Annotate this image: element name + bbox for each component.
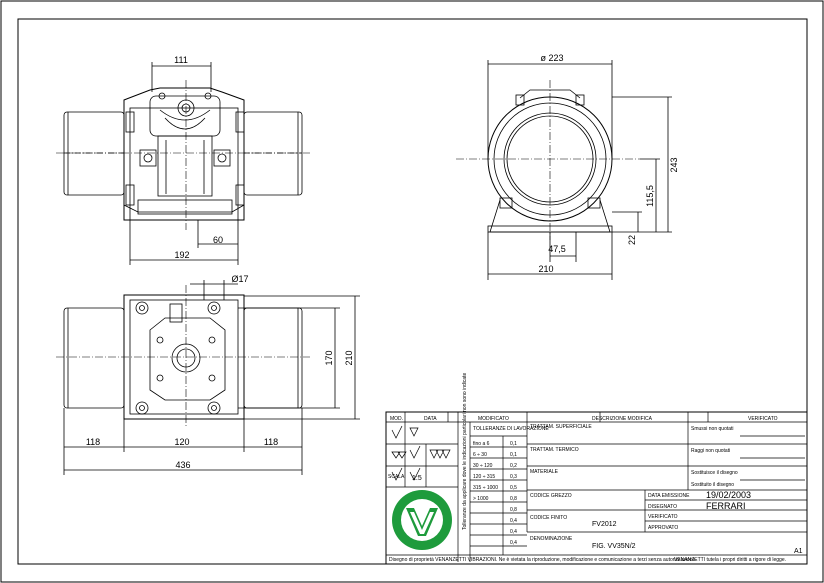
tb-verificato: VERIFICATO bbox=[648, 514, 678, 520]
dim-side-axis-height: 115,5 bbox=[645, 185, 655, 207]
tb-scala-label: SCALA bbox=[388, 474, 405, 480]
tb-side-note: Tolleranze da applicare dove le indicazi… bbox=[462, 372, 468, 530]
tb-hdr-verificato: VERIFICATO bbox=[748, 416, 778, 422]
tol-value: 0,8 bbox=[510, 507, 517, 513]
side-view bbox=[456, 60, 672, 280]
dim-side-height: 243 bbox=[669, 157, 679, 172]
tb-hdr-descrizione: DESCRIZIONE MODIFICA bbox=[592, 416, 653, 422]
tol-value: 0,1 bbox=[510, 441, 517, 447]
dim-front-foot: 60 bbox=[213, 235, 223, 245]
dim-side-width: 210 bbox=[538, 264, 553, 274]
tb-disegnato-value: FERRARI bbox=[706, 501, 746, 511]
tb-codice-finito: CODICE FINITO bbox=[530, 515, 567, 521]
tb-disegnato: DISEGNATO bbox=[648, 504, 677, 510]
tb-scala-value: 1:5 bbox=[412, 475, 422, 482]
company-logo bbox=[392, 490, 452, 550]
tol-range: 30 ÷ 120 bbox=[473, 463, 493, 469]
tb-materiale: MATERIALE bbox=[530, 469, 559, 475]
tol-value: 0,5 bbox=[510, 485, 517, 491]
tb-denominazione: DENOMINAZIONE bbox=[530, 536, 573, 542]
tb-denominazione-value: FIG. VV35N/2 bbox=[592, 543, 636, 550]
tb-trattam-termico: TRATTAM. TERMICO bbox=[530, 447, 579, 453]
tol-value: 0,2 bbox=[510, 463, 517, 469]
tb-sostituisce: Sostituisce il disegno bbox=[691, 470, 738, 476]
tb-tolerance-table: fino a 6 0,1 6 ÷ 30 0,1 30 ÷ 120 0,2 120 ÷ 315… bbox=[473, 441, 517, 546]
tb-footer-right: VENANZETTI tutela i propri diritti a rig… bbox=[674, 557, 786, 563]
tol-range: 315 ÷ 1000 bbox=[473, 485, 498, 491]
dim-front-width-top: 111 bbox=[174, 55, 188, 65]
tb-tolleranze-title: TOLLERANZE DI LAVORAZIONE bbox=[473, 426, 549, 432]
tb-smussi: Smussi non quotati bbox=[691, 426, 734, 432]
tb-data-emissione-value: 19/02/2003 bbox=[706, 490, 751, 500]
front-view bbox=[56, 62, 310, 265]
dim-top-inner: 170 bbox=[324, 350, 334, 365]
tb-hdr-modificato: MODIFICATO bbox=[478, 416, 509, 422]
tol-range: 120 ÷ 315 bbox=[473, 474, 495, 480]
tol-range: fino a 6 bbox=[473, 441, 490, 447]
dim-top-outer: 210 bbox=[344, 350, 354, 365]
tol-value: 0,3 bbox=[510, 474, 517, 480]
dim-side-foot-height: 22 bbox=[627, 235, 637, 245]
title-block bbox=[385, 411, 808, 565]
sheet-inner-border bbox=[17, 18, 808, 565]
dim-top-hole: Ø17 bbox=[231, 274, 248, 284]
tb-sostituito: Sostituito il disegno bbox=[691, 482, 734, 488]
dim-top-right: 118 bbox=[264, 437, 278, 447]
tol-value: 0,4 bbox=[510, 540, 517, 546]
tb-format: A1 bbox=[794, 548, 803, 555]
tol-value: 0,1 bbox=[510, 452, 517, 458]
tol-range: > 1000 bbox=[473, 496, 489, 502]
top-view bbox=[56, 280, 360, 475]
tb-hdr-data: DATA bbox=[424, 416, 437, 422]
dim-top-mid: 120 bbox=[174, 437, 189, 447]
tb-approvato: APPROVATO bbox=[648, 525, 678, 531]
tb-codice-grezzo: CODICE GREZZO bbox=[530, 493, 572, 499]
tb-footer-left: Disegno di proprietà VENANZETTI VIBRAZIO… bbox=[389, 557, 697, 563]
tb-raggi: Raggi non quotati bbox=[691, 448, 730, 454]
tol-value: 0,4 bbox=[510, 529, 517, 535]
dim-side-half: 47,5 bbox=[548, 244, 566, 254]
tb-codice-finito-value: FV2012 bbox=[592, 521, 617, 528]
dim-side-diameter: ø 223 bbox=[540, 53, 563, 63]
tb-hdr-mod: MOD. bbox=[390, 416, 403, 422]
tb-trattam-superficiale: TRATTAM. SUPERFICIALE bbox=[530, 424, 592, 430]
tol-range: 6 ÷ 30 bbox=[473, 452, 487, 458]
dim-top-total: 436 bbox=[175, 460, 190, 470]
tol-value: 0,4 bbox=[510, 518, 517, 524]
tb-data-emissione: DATA EMISSIONE bbox=[648, 493, 690, 499]
dim-top-left: 118 bbox=[86, 437, 100, 447]
dim-front-width-bottom: 192 bbox=[174, 250, 189, 260]
tol-value: 0,8 bbox=[510, 496, 517, 502]
